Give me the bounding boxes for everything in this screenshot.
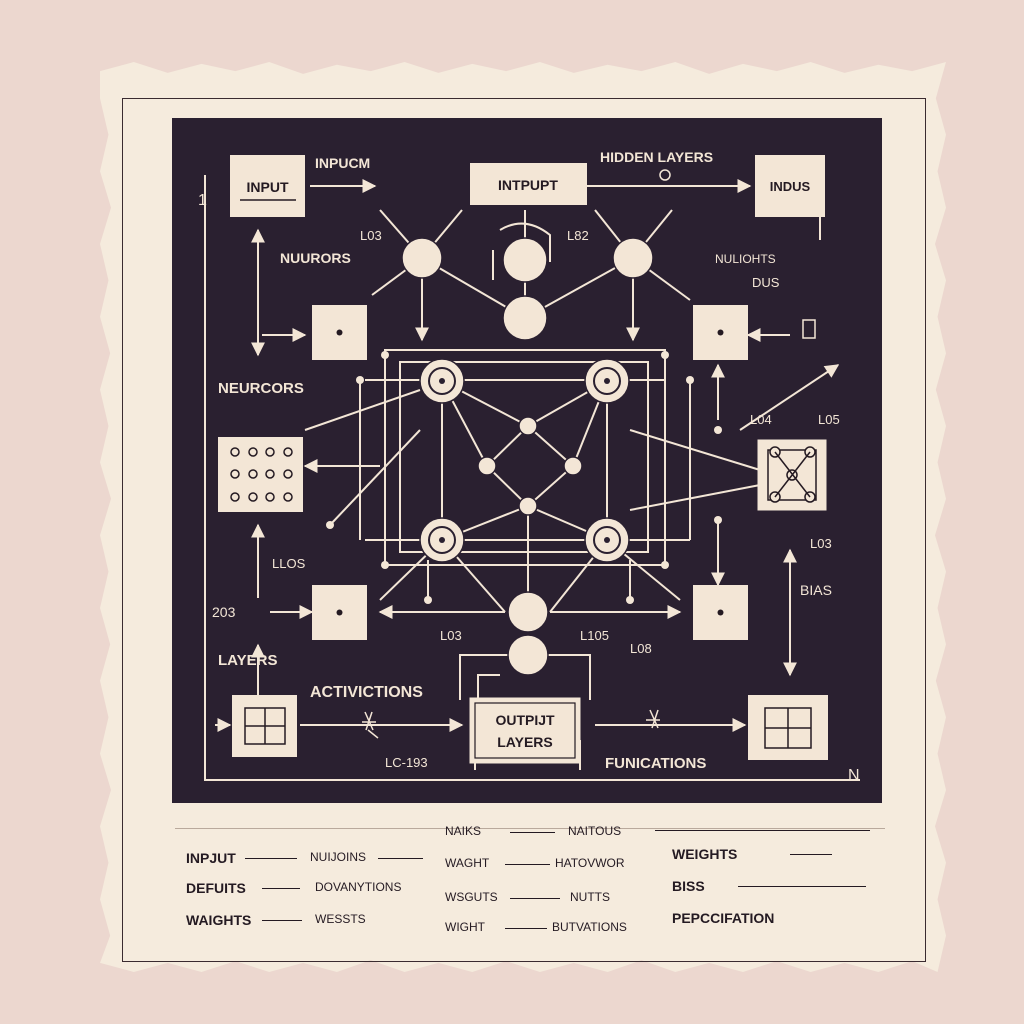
label-l04: L04 bbox=[750, 412, 772, 427]
label-nuliohts: NULIOHTS bbox=[715, 252, 776, 266]
frame-line bbox=[204, 175, 860, 781]
label-funications: FUNICATIONS bbox=[605, 755, 706, 772]
arrow bbox=[739, 364, 840, 431]
neuron bbox=[507, 591, 549, 633]
neuron bbox=[477, 456, 497, 476]
label-lc193: LC-193 bbox=[385, 755, 428, 770]
inds-box: INDUS bbox=[755, 155, 825, 217]
neuron bbox=[401, 237, 443, 279]
label-llos: LLOS bbox=[272, 556, 306, 571]
legend-desc: HATOVWOR bbox=[555, 856, 625, 870]
label-neurcors: NEURCORS bbox=[218, 380, 304, 397]
label-layers: LAYERS bbox=[218, 652, 277, 669]
neuron bbox=[612, 237, 654, 279]
input-top-box: INTPUPT bbox=[470, 163, 587, 205]
legend-connector bbox=[790, 854, 832, 855]
legend-desc: WESSTS bbox=[315, 912, 366, 926]
legend-term: DEFUITS bbox=[186, 880, 246, 896]
legend-desc: BUTVATIONS bbox=[552, 920, 627, 934]
label-l05: L05 bbox=[818, 412, 840, 427]
legend-term: INPJUT bbox=[186, 850, 236, 866]
output-box: OUTPIJT LAYERS bbox=[469, 697, 581, 764]
label-l03-c: L03 bbox=[440, 628, 462, 643]
neuron bbox=[563, 456, 583, 476]
legend-term: PEPCCIFATION bbox=[672, 910, 775, 926]
legend-connector bbox=[655, 830, 870, 831]
legend-term: WIGHT bbox=[445, 920, 485, 934]
neuron bbox=[507, 634, 549, 676]
legend-term: WEIGHTS bbox=[672, 846, 738, 862]
legend-connector bbox=[505, 928, 547, 929]
legend-connector bbox=[738, 886, 866, 887]
output-box-label-1: OUTPIJT bbox=[495, 712, 555, 728]
neural-network-diagram: INPUT INTPUPT INDUS OUTPIJT LAYERS bbox=[198, 149, 860, 784]
label-activictions: ACTIVICTIONS bbox=[310, 684, 423, 701]
label-l03: L03 bbox=[360, 228, 382, 243]
legend-desc: NUTTS bbox=[570, 890, 610, 904]
output-box-label-2: LAYERS bbox=[497, 734, 553, 750]
legend-connector bbox=[262, 920, 302, 921]
legend-connector bbox=[510, 832, 555, 833]
label-hidden-layers: HIDDEN LAYERS bbox=[600, 149, 713, 165]
input-top-box-label: INTPUPT bbox=[498, 177, 558, 193]
label-dus: DUS bbox=[752, 275, 780, 290]
label-nuurors: NUURORS bbox=[280, 250, 351, 266]
legend-term: NAIKS bbox=[445, 824, 482, 838]
label-l82: L82 bbox=[567, 228, 589, 243]
legend-connector bbox=[262, 888, 300, 889]
label-l105: L105 bbox=[580, 628, 609, 643]
legend-connector bbox=[510, 898, 560, 899]
label-one-mark: 1 bbox=[198, 192, 207, 209]
legend-desc: NAITOUS bbox=[568, 824, 622, 838]
legend-desc: NUIJOINS bbox=[310, 850, 367, 864]
legend-divider bbox=[175, 828, 885, 829]
legend-term: WAGHT bbox=[445, 856, 490, 870]
neuron bbox=[518, 496, 538, 516]
legend-term: WAIGHTS bbox=[186, 912, 252, 928]
label-l08: L08 bbox=[630, 641, 652, 656]
legend-term: WSGUTS bbox=[445, 890, 498, 904]
legend-connector bbox=[505, 864, 550, 865]
inds-box-label: INDUS bbox=[770, 179, 811, 194]
label-203: 203 bbox=[212, 604, 236, 620]
label-n-mark: N bbox=[848, 767, 860, 784]
legend-connector bbox=[378, 858, 423, 859]
grid-dots bbox=[230, 447, 293, 502]
neuron bbox=[502, 295, 548, 341]
label-l03-b: L03 bbox=[810, 536, 832, 551]
legend-connector bbox=[245, 858, 297, 859]
label-bias: BIAS bbox=[800, 582, 832, 598]
legend-desc: DOVANYTIONS bbox=[315, 880, 402, 894]
neuron bbox=[502, 237, 548, 283]
neuron bbox=[518, 416, 538, 436]
legend-term: BISS bbox=[672, 878, 705, 894]
input-box-label: INPUT bbox=[247, 179, 289, 195]
stamp-inner-border bbox=[122, 98, 926, 962]
diagram-panel: INPUT INTPUPT INDUS OUTPIJT LAYERS bbox=[172, 118, 882, 803]
label-inpucm: INPUCM bbox=[315, 155, 370, 171]
input-box: INPUT bbox=[230, 155, 305, 217]
